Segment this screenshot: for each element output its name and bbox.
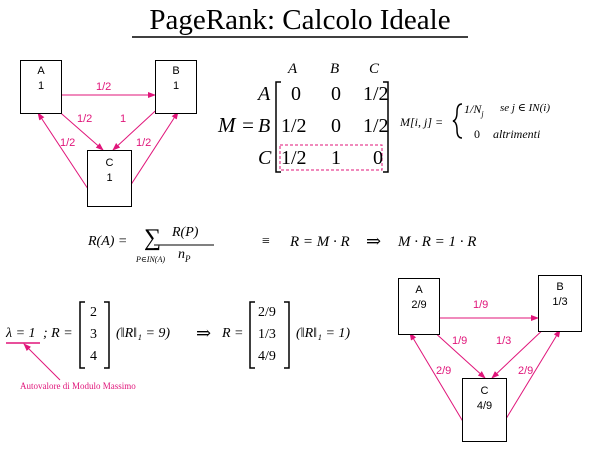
node-name: B (172, 65, 180, 77)
edge-label: 1 (120, 113, 127, 125)
matrix-cell: 0 (331, 115, 341, 137)
norm-2: (‖R‖₁ = 1) (296, 326, 351, 341)
edge-label: 1/9 (452, 335, 468, 347)
edge-label: 2/9 (436, 365, 452, 377)
node-name: A (37, 65, 45, 77)
definition-lhs: M[i, j] = (400, 115, 444, 129)
edge-label: 1/2 (60, 137, 76, 149)
node-name: A (415, 284, 423, 296)
case1-value: 1/N (464, 102, 482, 116)
case1-condition: se j ∈ IN(i) (500, 102, 550, 114)
node-value: 2/9 (411, 299, 427, 311)
row-label: A (258, 83, 271, 105)
edge-label: 1/3 (496, 335, 512, 347)
formula-lhs: R(A) = (88, 234, 128, 249)
col-header: A (288, 61, 298, 77)
node-name: C (105, 157, 114, 169)
case2-value: 0 (474, 127, 480, 141)
edge-label: 1/2 (136, 137, 152, 149)
matrix-cell: 0 (373, 147, 383, 169)
node-name: B (556, 281, 564, 293)
graph-edges (23, 92, 561, 433)
matrix-cell: 0 (291, 83, 301, 105)
node-c: C 4/9 (462, 378, 507, 442)
matrix-cell: 1/2 (363, 115, 389, 137)
node-value: 4/9 (476, 400, 493, 412)
col-header: B (330, 61, 340, 77)
fraction-denominator: nP (178, 248, 191, 264)
case2-condition: altrimenti (493, 127, 541, 141)
sum-subscript: P∈IN(A) (136, 255, 166, 264)
edge-label: 1/2 (96, 81, 112, 93)
den-sub: P (185, 253, 191, 264)
fraction-numerator: R(P) (172, 225, 199, 240)
matrix-cell: 1/2 (363, 83, 389, 105)
lambda-value: λ = 1 (6, 326, 36, 341)
implies-symbol: ⇒ (196, 323, 212, 343)
node-value: 1 (172, 80, 180, 92)
edge-label: 2/9 (518, 365, 534, 377)
node-a: A 2/9 (398, 278, 440, 335)
matrix-cell: 0 (331, 83, 341, 105)
node-value: 1 (106, 172, 113, 184)
brackets (79, 81, 463, 369)
edge-label: 1/9 (473, 299, 489, 311)
equation-1: R = M · R (290, 234, 350, 250)
sum-symbol: ∑ (144, 225, 162, 251)
matrix-cell: 1 (331, 147, 341, 169)
den: n (178, 247, 185, 262)
annotation-label: Autovalore di Modulo Massimo (20, 381, 136, 391)
row-label: C (258, 147, 272, 169)
row-label: B (258, 115, 271, 137)
vector-entry: 4/9 (258, 349, 276, 364)
node-value: 1/3 (552, 296, 568, 308)
node-b: B 1/3 (538, 275, 582, 332)
vector-entry: 3 (90, 327, 97, 342)
vector-entry: 4 (90, 349, 97, 364)
r-label-2: R = (222, 326, 244, 341)
definition-case1: 1/Nj (464, 103, 484, 118)
node-value: 1 (37, 80, 45, 92)
highlight-row-c (279, 144, 383, 171)
r-label: ; R = (43, 326, 73, 341)
implies-symbol: ⇒ (366, 231, 382, 251)
vector-entry: 2 (90, 305, 97, 320)
vector-entry: 1/3 (258, 327, 276, 342)
norm-1: (‖R‖₁ = 9) (116, 326, 171, 341)
edge-label: 1/2 (77, 113, 93, 125)
case1-sub: j (481, 109, 484, 119)
vector-entry: 2/9 (258, 305, 276, 320)
matrix-lhs: M = (218, 113, 255, 137)
matrix-cell: 1/2 (281, 147, 307, 169)
node-name: C (480, 385, 489, 397)
page-title: PageRank: Calcolo Ideale (149, 4, 451, 36)
col-header: C (369, 61, 380, 77)
equation-2: M · R = 1 · R (398, 234, 477, 250)
matrix-cell: 1/2 (281, 115, 307, 137)
equiv-symbol: ≡ (262, 234, 270, 249)
